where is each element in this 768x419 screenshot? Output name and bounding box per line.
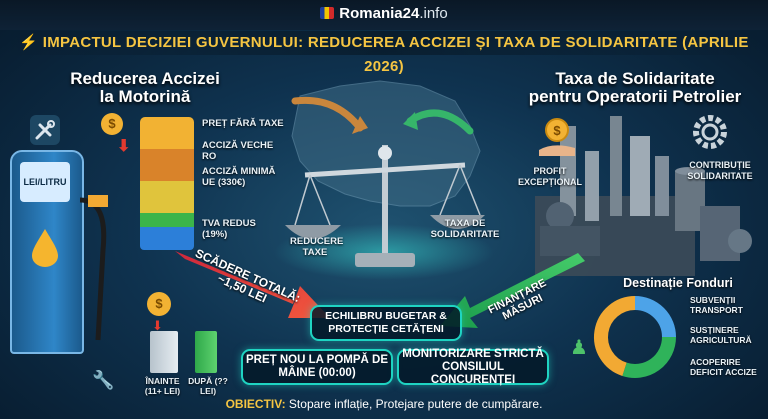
svg-text:$: $ [553,123,561,138]
brand-domain: .info [419,5,448,22]
funds-donut-chart [594,296,676,378]
right-section-title: Taxa de Solidaritate pentru Operatorii P… [505,70,765,106]
monitoring-box: MONITORIZARE STRICTĂ CONSILIUL CONCURENȚ… [397,348,549,386]
pump-hose [79,195,108,341]
coin-icon-small: $ [147,292,171,316]
romania-flag-icon [320,7,335,19]
fuel-pump: LEI/LITRU [10,150,84,354]
stack-segment-eu-excise [140,181,194,213]
objective-text: Stopare inflație, Protejare putere de cu… [285,397,543,411]
stack-label-eu-excise: ACCIZĂ MINIMĂ UE (330€) [202,166,276,188]
coin-icon: $ [101,113,123,135]
gear-icon [690,112,730,152]
tools-icon [30,115,60,145]
pan-label-solidarity-tax: TAXA DE SOLIDARITATE [430,218,500,240]
right-title-line1: Taxa de Solidaritate [555,69,715,88]
down-arrow-icon: ⬇ [117,138,131,155]
stack-segment-base-price [140,117,194,149]
left-section-title: Reducerea Accizei la Motorină [40,70,250,106]
wrench-icon: 🔧 [92,370,115,390]
fund-label-agriculture: SUSȚINERE AGRICULTURĂ [690,325,752,345]
headline: ⚡ IMPACTUL DECIZIEI GUVERNULUI: REDUCERE… [0,31,768,75]
down-arrow-small-icon: ⬇ [152,318,163,333]
pump-display: LEI/LITRU [20,162,70,202]
profit-label: PROFIT EXCEPȚIONAL [517,166,582,187]
objective: OBIECTIV: Stopare inflație, Protejare pu… [0,397,768,411]
before-label: ÎNAINTE (11+ LEI) [144,376,181,396]
refinery-illustration [535,116,752,276]
left-title-line2: la Motorină [99,87,191,106]
pan-label-tax-reduction: REDUCERE TAXE [290,236,344,258]
donut-slice-2 [594,296,636,376]
stack-segment-green [140,213,194,227]
top-bar [0,0,768,30]
new-price-box: PREȚ NOU LA POMPĂ DE MÂINE (00:00) [241,349,393,385]
price-stack [140,117,196,250]
balance-scale [285,145,485,267]
brand-name: Romania24 [339,5,420,22]
fund-label-transport: SUBVENȚII TRANSPORT [690,295,743,315]
stack-label-base-price: PREȚ FĂRĂ TAXE [202,118,284,129]
budget-balance-box: ECHILIBRU BUGETAR & PROTECȚIE CETĂȚENI [310,305,462,341]
person-icon: ♟ [570,337,588,359]
hand-coin-icon: $ [535,116,579,160]
stack-label-vat: TVA REDUS (19%) [202,218,256,240]
right-title-line2: pentru Operatorii Petrolier [528,87,742,106]
stack-label-old-excise: ACCIZĂ VECHE RO [202,140,274,162]
fund-label-deficit: ACOPERIRE DEFICIT ACCIZE [690,357,757,377]
contribution-label: CONTRIBUȚIE SOLIDARITATE [687,160,753,181]
funds-title: Destinație Fonduri [623,276,733,290]
stack-segment-old-excise [140,149,194,181]
left-title-line1: Reducerea Accizei [70,69,220,88]
donut-slice-1 [622,336,676,378]
fuel-drop-icon [30,227,60,267]
donut-slice-0 [634,296,676,338]
before-bar [150,331,178,373]
objective-key: OBIECTIV: [225,397,286,411]
after-bar [195,331,217,373]
brand-logo[interactable]: Romania24.info [0,5,768,22]
after-label: DUPĂ (?? LEI) [188,376,228,396]
stack-segment-vat [140,227,194,250]
